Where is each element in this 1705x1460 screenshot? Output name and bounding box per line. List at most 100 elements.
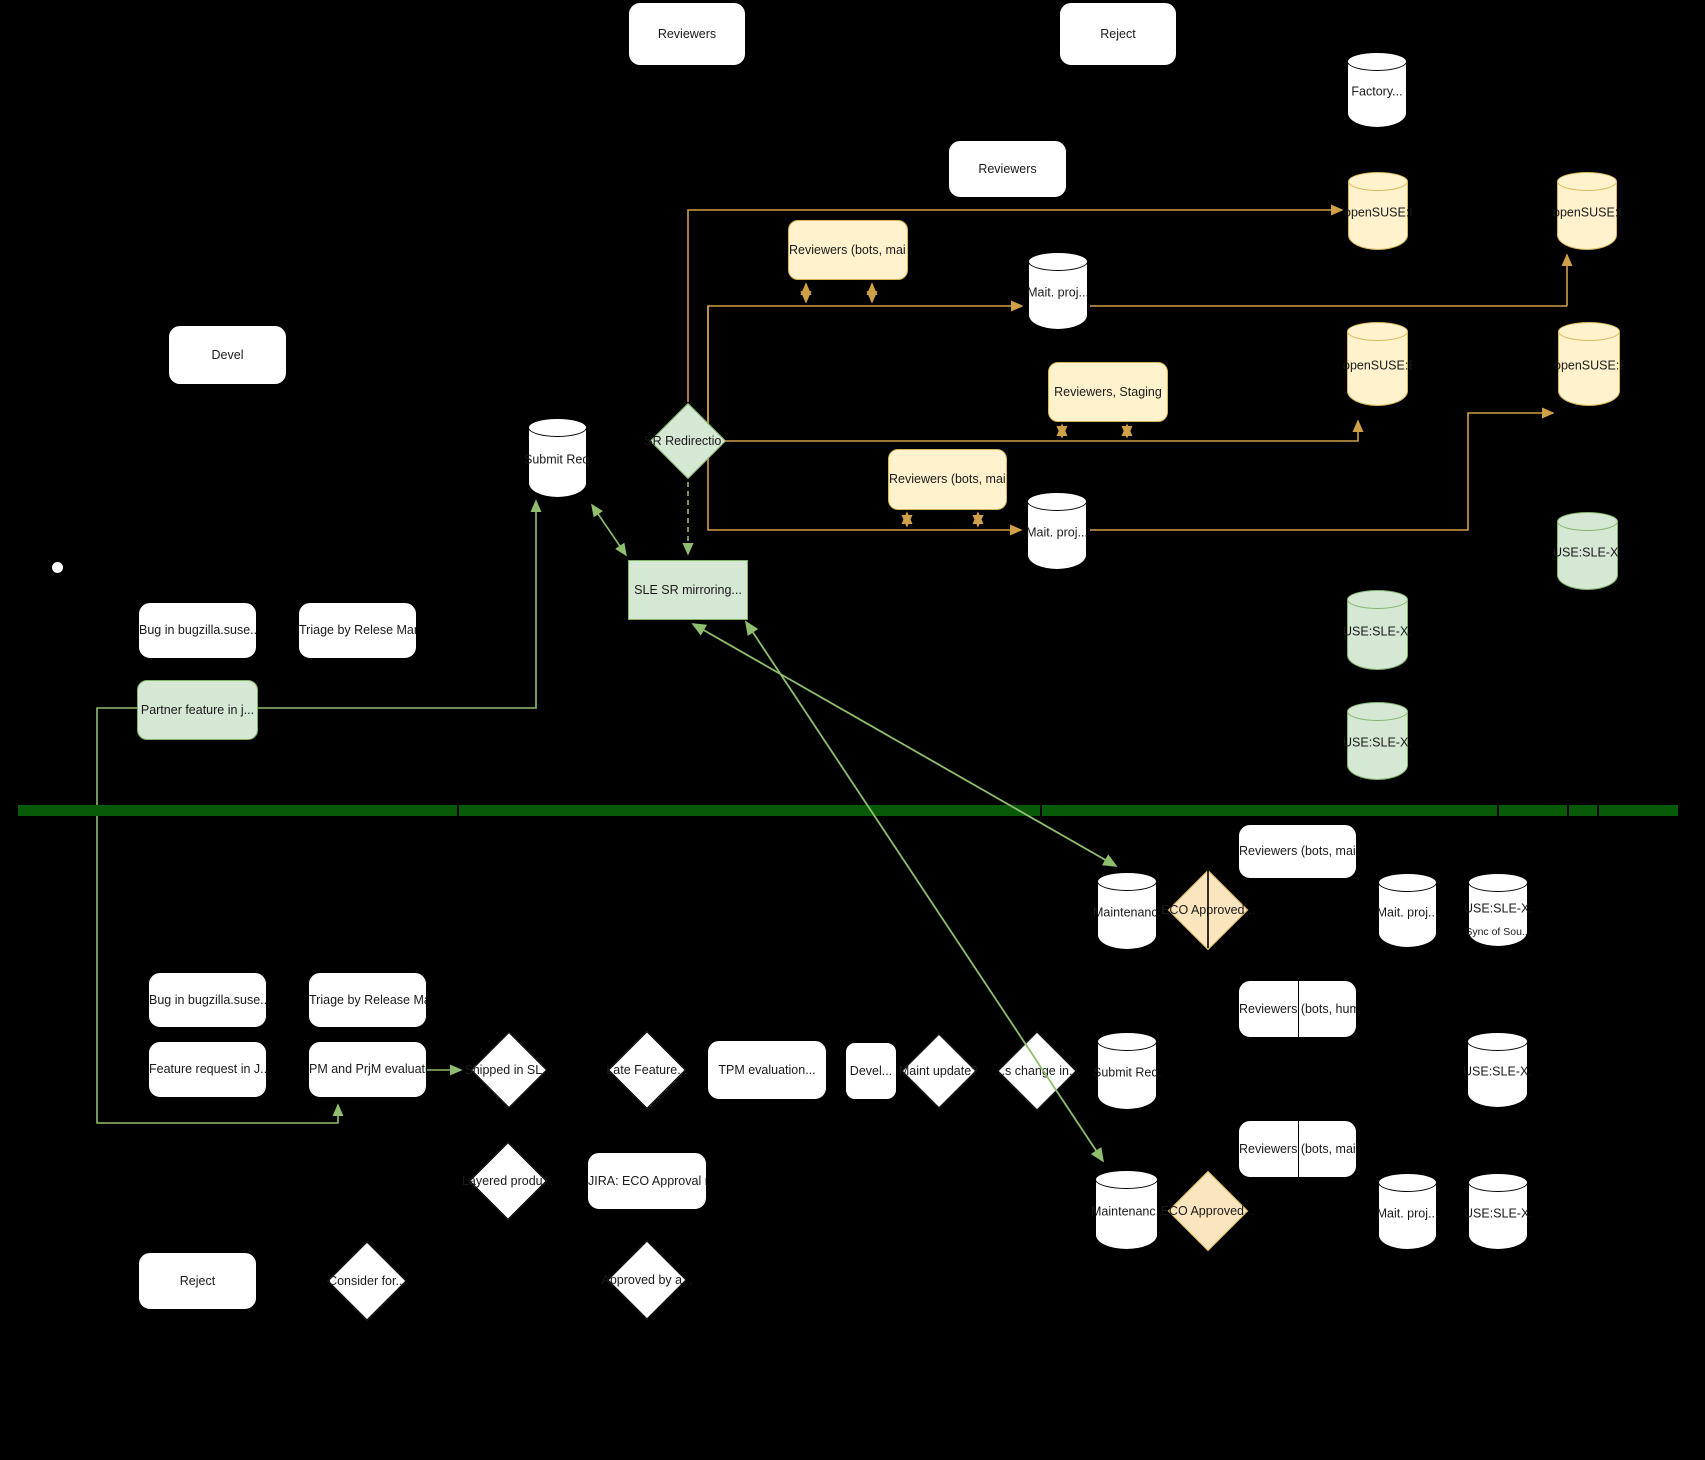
tpm-evaluation-box[interactable]: TPM evaluation... (707, 1040, 827, 1100)
reviewers-top-label: Reviewers (657, 26, 717, 41)
consider-for-decision[interactable]: Consider for... (327, 1242, 407, 1320)
opensuse-b-db-1[interactable]: openSUSE:B... (1343, 322, 1412, 406)
opensuse-b-db-1-label: openSUSE:B... (1343, 358, 1412, 373)
devel-box[interactable]: Devel (168, 325, 287, 385)
tpm-evaluation-label: TPM evaluation... (718, 1062, 816, 1077)
eco-approved-decision-2[interactable]: ECO Approved... (1161, 1172, 1255, 1250)
factory-db[interactable]: Factory... (1347, 52, 1407, 128)
maintenance-db-2-label: Maintenanc... (1091, 1204, 1162, 1219)
feature-request-box[interactable]: Feature request in J... (148, 1041, 267, 1098)
opensuse-l-db-2-label: openSUSE:L... (1553, 205, 1621, 220)
submit-req-db-1[interactable]: Submit Req... (524, 418, 591, 498)
mait-proj-db-3[interactable]: Mait. proj... (1377, 873, 1438, 948)
bug-bugzilla-box-2[interactable]: Bug in bugzilla.suse... (148, 972, 267, 1028)
eco-approved-label-1: ECO Approved... (1161, 902, 1255, 917)
mait-proj-db-4-label: Mait. proj... (1376, 1206, 1439, 1221)
reviewers-bots-yellow-label-1: Reviewers (bots, mai... (789, 242, 907, 257)
change-in-decision[interactable]: ...s change in... (994, 1032, 1080, 1110)
mait-proj-db-1[interactable]: Mait. proj... (1027, 252, 1089, 330)
bug-bugzilla-label-2: Bug in bugzilla.suse... (149, 992, 266, 1007)
mait-proj-db-4[interactable]: Mait. proj... (1377, 1173, 1438, 1250)
opensuse-b-db-2[interactable]: openSUSE:B... (1554, 322, 1624, 406)
approved-by-decision[interactable]: Approved by a... (601, 1240, 692, 1320)
triage-release-label: Triage by Release Ma... (309, 992, 426, 1007)
reject-top-label: Reject (1100, 26, 1136, 41)
reject-top-box[interactable]: Reject (1059, 2, 1177, 66)
submit-req-db-2[interactable]: Submit Req... (1093, 1032, 1161, 1110)
reviewers-bots-yellow-box-2[interactable]: Reviewers (bots, mai... (888, 449, 1007, 510)
bug-bugzilla-box-1[interactable]: Bug in bugzilla.suse... (138, 602, 257, 659)
suse-slex-sync-db-label: USE:SLE-X... (1464, 901, 1532, 916)
reviewers-mid-box[interactable]: Reviewers (948, 140, 1067, 198)
late-feature-label: Late Feature... (606, 1062, 688, 1077)
opensuse-l-db-2[interactable]: openSUSE:L... (1553, 172, 1621, 250)
suse-slex-sync-db[interactable]: USE:SLE-X... Sync of Sou... (1464, 873, 1532, 947)
reviewers-bots-row1-label: Reviewers (bots, mai... (1239, 844, 1356, 859)
reviewers-staging-label: Reviewers, Staging (1054, 384, 1162, 399)
reviewers-bots-row1-box[interactable]: Reviewers (bots, mai... (1238, 824, 1357, 879)
reviewers-top-box[interactable]: Reviewers (628, 2, 746, 66)
opensuse-l-db-1[interactable]: openSUSE:L... (1344, 172, 1412, 250)
partner-feature-box[interactable]: Partner feature in j... (137, 680, 258, 740)
sle-sr-mirroring-box[interactable]: SLE SR mirroring... (628, 560, 748, 620)
opensuse-l-db-1-label: openSUSE:L... (1344, 205, 1412, 220)
partner-feature-label: Partner feature in j... (140, 702, 255, 717)
mait-proj-db-1-label: Mait. proj... (1027, 285, 1089, 300)
maintenance-db-1-label: Maintenanc... (1093, 905, 1161, 920)
suse-slex-db-row3[interactable]: USE:SLE-X... (1464, 1173, 1532, 1250)
reject-bottom-box[interactable]: Reject (138, 1252, 257, 1310)
reviewers-mid-label: Reviewers (978, 161, 1037, 176)
submit-req-db-2-label: Submit Req... (1093, 1065, 1161, 1080)
sync-of-sources-label: Sync of Sou... (1465, 926, 1531, 939)
start-node-dot[interactable] (52, 562, 63, 573)
suse-slex-db-row2[interactable]: USE:SLE-X... (1463, 1032, 1532, 1108)
lane-divider (1040, 805, 1042, 816)
triage-release-box[interactable]: Triage by Release Ma... (308, 972, 427, 1028)
lane-divider (1597, 805, 1599, 816)
sr-redirection-decision[interactable]: SR Redirectio... (644, 402, 732, 480)
opensuse-b-db-2-label: openSUSE:B... (1554, 358, 1624, 373)
layered-product-label: Layered produ... (461, 1173, 554, 1188)
triage-relese-label: Triage by Relese Man... (299, 623, 416, 638)
reviewers-staging-box[interactable]: Reviewers, Staging (1048, 362, 1168, 422)
sle-sr-mirroring-label: SLE SR mirroring... (634, 582, 742, 597)
feature-request-label: Feature request in J... (149, 1062, 266, 1077)
reviewers-bots-row3-box[interactable]: Reviewers (bots, mai... (1238, 1120, 1357, 1178)
reviewers-bots-yellow-label-2: Reviewers (bots, mai... (889, 472, 1006, 487)
suse-slex-green-db-2[interactable]: USE:SLE-X... (1343, 702, 1412, 780)
eco-approved-decision-1[interactable]: ECO Approved... (1161, 870, 1255, 950)
suse-slex-green-db-1[interactable]: USE:SLE-X... (1343, 590, 1412, 670)
swimlane-bar[interactable] (18, 805, 1678, 816)
sr-redirection-label: SR Redirectio... (644, 433, 732, 448)
reviewers-humans-row2-box[interactable]: Reviewers (bots, hum... (1238, 980, 1357, 1038)
shipped-in-sl-decision[interactable]: Shipped in SL... (464, 1032, 552, 1108)
maint-update-label: Maint update? (898, 1063, 979, 1078)
mait-proj-db-2[interactable]: Mait. proj... (1026, 492, 1088, 570)
maintenance-db-1[interactable]: Maintenanc... (1093, 872, 1161, 950)
triage-relese-box[interactable]: Triage by Relese Man... (298, 602, 417, 659)
lane-divider (457, 805, 459, 816)
submit-req-db-1-label: Submit Req... (524, 452, 591, 467)
devel-label: Devel (211, 347, 244, 362)
bug-bugzilla-label-1: Bug in bugzilla.suse... (139, 623, 256, 638)
suse-slex-green-db-right[interactable]: USE:SLE-X... (1553, 512, 1622, 590)
factory-db-label: Factory... (1351, 84, 1403, 99)
mait-proj-db-2-label: Mait. proj... (1026, 525, 1088, 540)
jira-eco-approval-box[interactable]: JIRA: ECO Approval r... (587, 1152, 707, 1210)
pm-prjm-box[interactable]: PM and PrjM evaluati... (308, 1041, 427, 1098)
devel-2-box[interactable]: Devel... (845, 1042, 897, 1100)
box-divider (1297, 981, 1299, 1037)
change-in-label: ...s change in... (994, 1063, 1080, 1078)
mait-proj-db-3-label: Mait. proj... (1376, 905, 1439, 920)
reviewers-bots-yellow-box-1[interactable]: Reviewers (bots, mai... (788, 220, 908, 280)
reject-bottom-label: Reject (179, 1273, 216, 1288)
consider-for-label: Consider for... (328, 1273, 406, 1288)
layered-product-decision[interactable]: Layered produ... (462, 1142, 553, 1220)
approved-by-label: Approved by a... (601, 1272, 693, 1287)
maintenance-db-2[interactable]: Maintenanc... (1091, 1170, 1162, 1250)
late-feature-decision[interactable]: Late Feature... (606, 1032, 688, 1108)
maint-update-decision[interactable]: Maint update? (898, 1032, 979, 1110)
devel-2-label: Devel... (849, 1063, 893, 1078)
box-divider (1297, 1121, 1299, 1177)
